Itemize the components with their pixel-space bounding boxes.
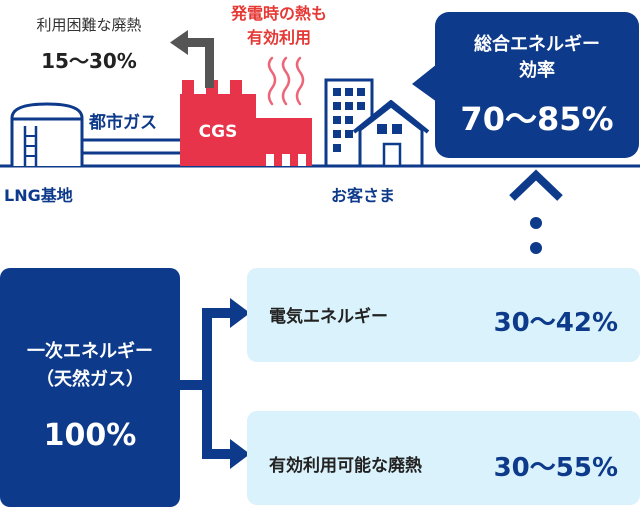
dots-icon — [530, 217, 542, 229]
gas-pipe-icon — [80, 138, 184, 155]
cgs-plant-icon — [180, 80, 312, 166]
heat-waves-icon — [267, 56, 305, 106]
primary-energy-box: 一次エネルギー （天然ガス） 100% — [0, 268, 180, 507]
lng-base-label: LNG基地 — [4, 186, 73, 205]
usable-waste-heat-label: 有効利用可能な廃熱 — [269, 456, 422, 476]
waste-heat-arrow-icon — [170, 30, 214, 88]
lng-tank-icon — [10, 102, 84, 166]
branch-arrows-icon — [180, 298, 250, 469]
primary-energy-line2: （天然ガス） — [36, 369, 144, 390]
generation-heat-note: 発電時の熱も 有効利用 — [214, 2, 344, 50]
primary-energy-title: 一次エネルギー （天然ガス） — [0, 338, 180, 394]
usable-waste-heat-value: 30～55% — [493, 453, 618, 483]
chevron-up-icon — [509, 169, 563, 201]
electric-energy-value: 30～42% — [493, 308, 618, 338]
total-efficiency-value: 70～85% — [460, 100, 614, 138]
generation-heat-line2: 有効利用 — [246, 28, 311, 47]
usable-waste-heat-box: 有効利用可能な廃熱 30～55% — [247, 411, 640, 505]
total-efficiency-callout: 総合エネルギー 効率 70～85% — [435, 12, 639, 158]
callout-tail — [412, 64, 437, 102]
waste-heat-label: 利用困難な廃熱 — [36, 16, 142, 34]
total-efficiency-line2: 効率 — [519, 60, 555, 81]
total-efficiency-title: 総合エネルギー 効率 — [435, 32, 639, 84]
customer-label: お客さま — [331, 186, 396, 205]
flow-connectors — [180, 242, 542, 469]
electric-energy-label: 電気エネルギー — [269, 307, 388, 327]
city-gas-label: 都市ガス — [89, 113, 157, 133]
generation-heat-line1: 発電時の熱も — [230, 4, 327, 23]
house-icon — [352, 100, 430, 168]
cgs-label: CGS — [198, 122, 238, 142]
primary-energy-line1: 一次エネルギー — [27, 341, 153, 362]
primary-energy-value: 100% — [43, 418, 137, 453]
waste-heat-value: 15～30% — [41, 49, 137, 73]
energy-flow-illustration — [0, 30, 640, 229]
electric-energy-box: 電気エネルギー 30～42% — [247, 268, 640, 362]
dots-lower-icon — [530, 242, 542, 254]
total-efficiency-line1: 総合エネルギー — [474, 34, 600, 55]
